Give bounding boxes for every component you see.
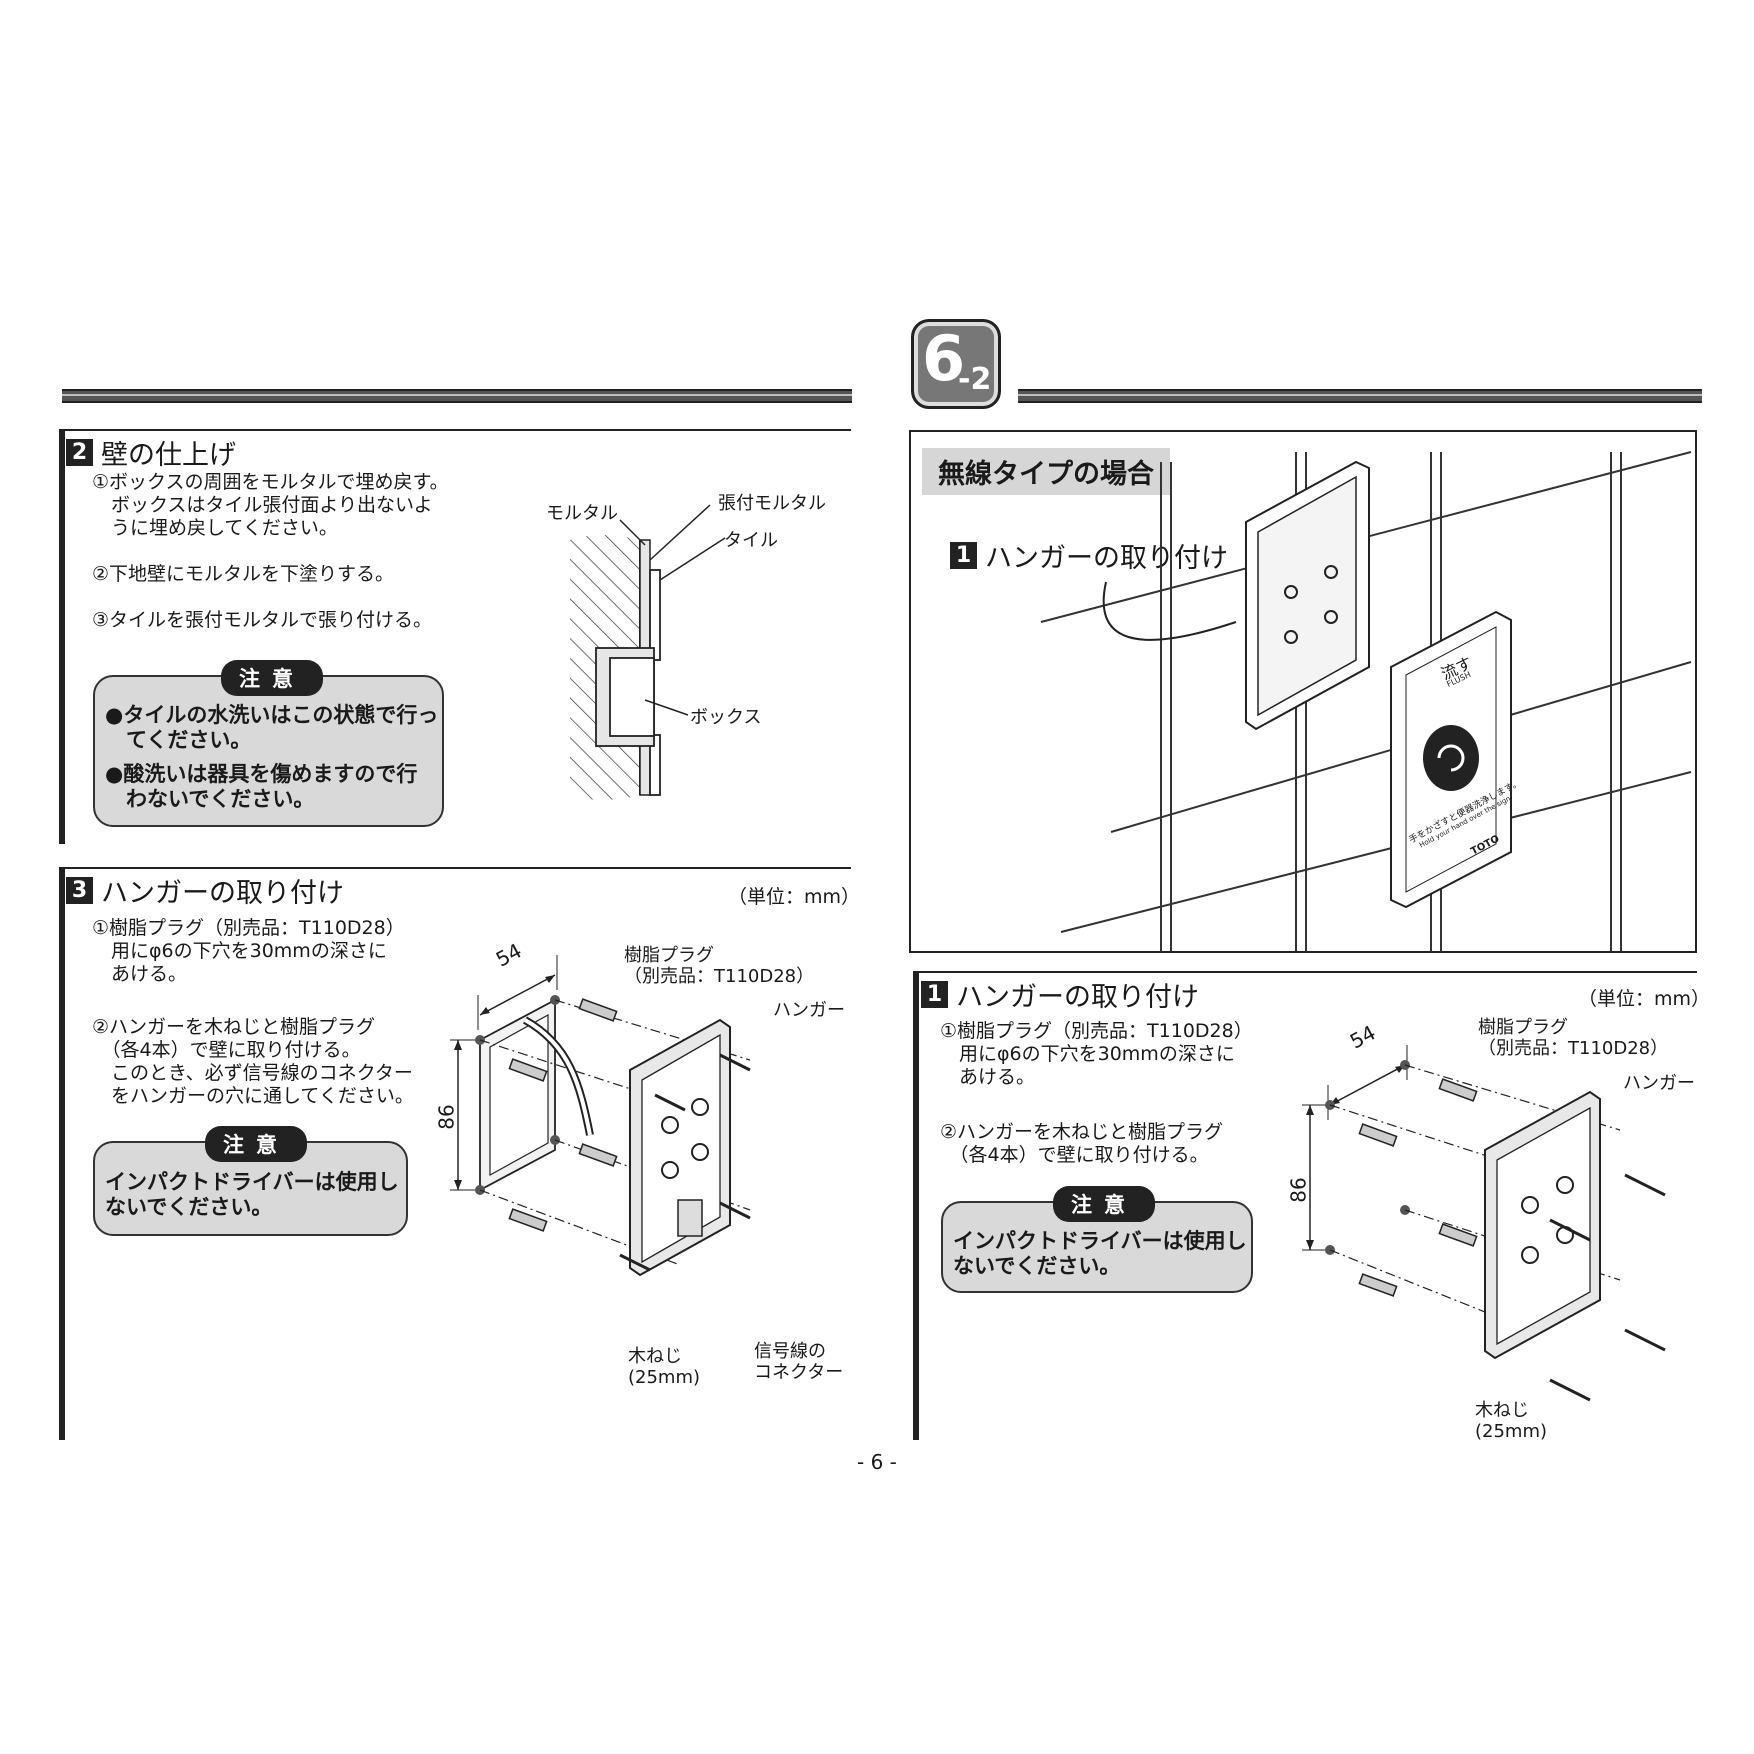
label-tile: タイル	[724, 530, 778, 551]
chapter-main: 6	[922, 322, 966, 395]
section2-number: 2	[66, 439, 93, 466]
section1-step-2: ②ハンガーを木ねじと樹脂プラグ （各4本）で壁に取り付ける。	[940, 1121, 1224, 1166]
section3-caution-label: 注意	[205, 1126, 307, 1162]
label-connector-left: 信号線の コネクター	[754, 1341, 844, 1383]
chapter-badge: 6 -2	[911, 319, 1001, 409]
hanger-diagram-left	[450, 955, 751, 1277]
label-hanger-right: ハンガー	[1623, 1073, 1695, 1094]
section2-top-line	[59, 429, 851, 431]
chapter-sub: -2	[958, 362, 992, 397]
label-bonding-mortar: 張付モルタル	[718, 493, 826, 514]
wireless-title: 無線タイプの場合	[922, 448, 1170, 495]
section1-step-1: ①樹脂プラグ（別売品：T110D28） 用にφ6の下穴を30mmの深さに あける…	[940, 1020, 1253, 1088]
header-rule-left	[62, 389, 852, 403]
wireless-wall-illustration	[1040, 451, 1692, 951]
section3-title-text: ハンガーの取り付け	[101, 878, 344, 909]
label-plug-left: 樹脂プラグ （別売品：T110D28）	[624, 945, 815, 987]
label-box: ボックス	[690, 707, 762, 728]
section2-title: 2 壁の仕上げ	[66, 433, 236, 472]
wall-section-leaders	[619, 504, 726, 716]
section3-step-1: ①樹脂プラグ（別売品：T110D28） 用にφ6の下穴を30mmの深さに あける…	[92, 917, 405, 985]
section1-number: 1	[921, 981, 948, 1008]
wall-section-diagram	[570, 535, 661, 800]
section3-number: 3	[66, 877, 93, 904]
label-mortar: モルタル	[546, 503, 618, 524]
wireless-illustration-frame	[909, 430, 1697, 953]
label-hanger-left: ハンガー	[773, 1000, 845, 1021]
dim-height-right: 86	[1286, 1177, 1311, 1203]
section2-title-text: 壁の仕上げ	[101, 440, 236, 471]
section1-unit: （単位：mm）	[1578, 988, 1711, 1010]
page-number: - 6 -	[857, 1450, 897, 1474]
section2-step-2: ②下地壁にモルタルを下塗りする。	[92, 563, 395, 585]
section2-caution-item-2: ●酸洗いは器具を傷めますので行 わないでください。	[105, 762, 418, 811]
section3-unit: （単位：mm）	[728, 886, 861, 908]
label-screw-right: 木ねじ (25mm)	[1475, 1400, 1548, 1442]
section2-left-bar	[59, 429, 65, 844]
illustration-callout-text: ハンガーの取り付け	[985, 543, 1228, 574]
section2-caution-label: 注意	[221, 660, 323, 696]
hanger-diagram-right	[1302, 1045, 1666, 1402]
header-rule-right	[1018, 389, 1702, 403]
label-plug-right: 樹脂プラグ （別売品：T110D28）	[1478, 1017, 1669, 1059]
section3-left-bar	[59, 867, 65, 1440]
label-screw-left: 木ねじ (25mm)	[628, 1346, 701, 1388]
section1-top-line	[913, 971, 1697, 973]
section3-step-2: ②ハンガーを木ねじと樹脂プラグ （各4本）で壁に取り付ける。 このとき、必ず信号…	[92, 1016, 414, 1107]
section1-caution-box: 注意 インパクトドライバーは使用し ないでください。	[941, 1186, 1253, 1293]
section2-step-1: ①ボックスの周囲をモルタルで埋め戻す。 ボックスはタイル張付面より出ないよ うに…	[92, 471, 449, 539]
dim-height-left: 86	[434, 1104, 459, 1130]
section1-caution-text: インパクトドライバーは使用し ないでください。	[953, 1229, 1247, 1278]
section1-caution-label: 注意	[1053, 1186, 1155, 1222]
section2-caution-item-1: ●タイルの水洗いはこの状態で行っ てください。	[105, 703, 439, 752]
section3-caution-box: 注意 インパクトドライバーは使用し ないでください。	[93, 1126, 408, 1236]
section2-caution-box: 注意 ●タイルの水洗いはこの状態で行っ てください。 ●酸洗いは器具を傷めますの…	[93, 660, 444, 827]
section3-title: 3 ハンガーの取り付け	[66, 871, 344, 910]
section2-step-3: ③タイルを張付モルタルで張り付ける。	[92, 609, 433, 631]
section1-left-bar	[913, 971, 919, 1440]
illustration-callout-number: 1	[950, 542, 977, 569]
section3-caution-text: インパクトドライバーは使用し ないでください。	[105, 1170, 399, 1219]
section1-title: 1 ハンガーの取り付け	[921, 975, 1199, 1014]
section3-top-line	[59, 867, 851, 869]
section1-title-text: ハンガーの取り付け	[956, 982, 1199, 1013]
illustration-callout: 1 ハンガーの取り付け	[950, 536, 1228, 575]
